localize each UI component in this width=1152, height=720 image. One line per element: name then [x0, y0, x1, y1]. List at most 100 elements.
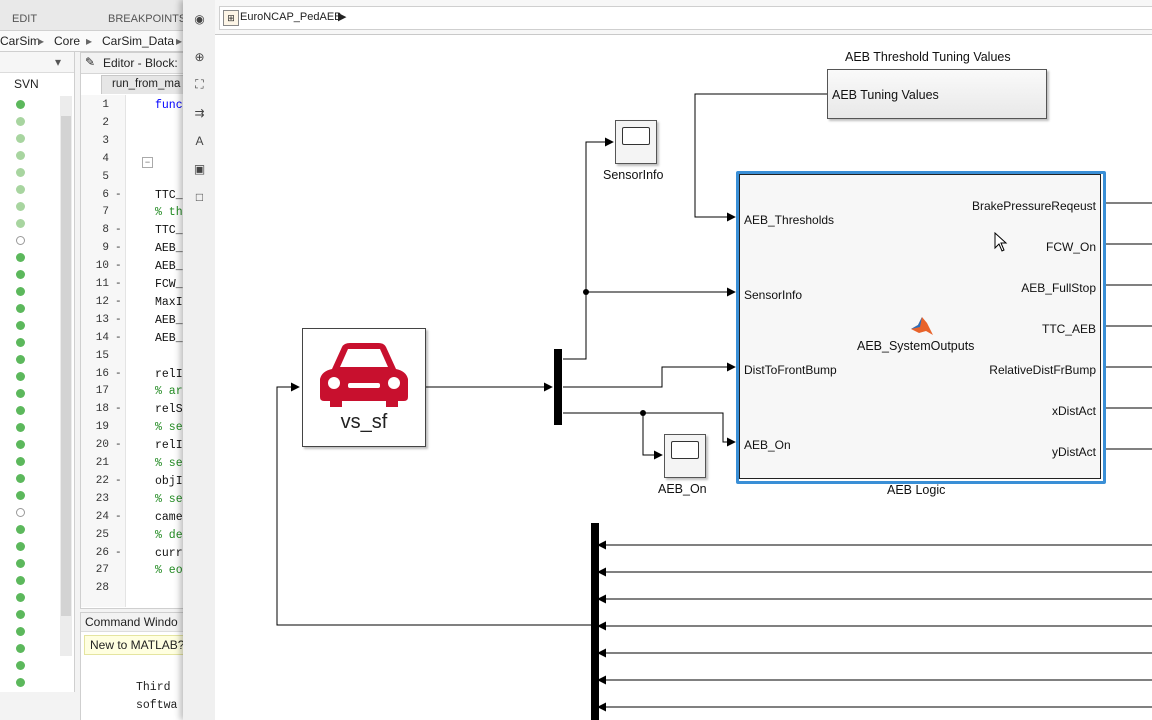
code-line[interactable]: 4 — [81, 153, 184, 169]
code-line[interactable]: 3 — [81, 135, 184, 151]
breadcrumb-item[interactable]: CarSim — [0, 34, 41, 48]
new-to-matlab-banner[interactable]: New to MATLAB? — [90, 638, 184, 652]
editor-tab-label: run_from_ma — [112, 78, 181, 90]
scrollbar-thumb[interactable] — [61, 116, 71, 616]
signal-line[interactable] — [563, 137, 614, 360]
signal-line[interactable] — [563, 362, 736, 388]
zoom-icon[interactable]: ⊕ — [194, 49, 205, 64]
code-line[interactable]: 6-TTC_ — [81, 189, 184, 205]
breakpoint-marker[interactable]: - — [115, 242, 122, 255]
signal-line[interactable] — [276, 382, 591, 626]
code-fold-icon[interactable]: − — [142, 157, 153, 168]
code-line[interactable]: 28 — [81, 582, 184, 598]
code-line[interactable]: 25% de — [81, 529, 184, 545]
fit-to-view-icon[interactable]: ⛶ — [195, 77, 204, 91]
signal-line[interactable] — [694, 93, 827, 222]
breakpoint-marker[interactable]: - — [115, 224, 122, 237]
scrollbar[interactable] — [60, 96, 72, 656]
code-text: AEB_ — [155, 242, 183, 256]
mux-block[interactable] — [554, 349, 562, 425]
code-line[interactable]: 20-relI — [81, 439, 184, 455]
breakpoint-marker[interactable]: - — [115, 331, 122, 344]
code-line[interactable]: 13-AEB_ — [81, 314, 184, 330]
breakpoint-marker[interactable]: - — [115, 278, 122, 290]
toolstrip-tab-edit[interactable]: EDIT — [12, 13, 38, 25]
code-line[interactable]: 21 % se — [81, 457, 184, 473]
line-number: 9 — [102, 242, 109, 255]
hide-browser-icon[interactable]: ◉ — [194, 11, 205, 26]
command-output-line: Third — [136, 681, 171, 694]
code-line[interactable]: 22-objI — [81, 475, 184, 491]
bus-creator-block[interactable] — [591, 523, 599, 720]
breadcrumb-item[interactable]: CarSim_Data — [102, 34, 175, 48]
code-line[interactable]: 12-MaxI — [81, 296, 184, 312]
line-number: 22 — [95, 474, 109, 487]
line-number: 23 — [95, 492, 109, 505]
svn-status-icon — [16, 440, 25, 449]
code-line[interactable]: 2 — [81, 117, 184, 133]
scope-aeb-on-block[interactable] — [664, 434, 706, 478]
model-breadcrumb[interactable]: EuroNCAP_PedAEB — [240, 11, 342, 23]
panel-menu-icon[interactable]: ▾ — [55, 55, 62, 69]
breakpoint-marker[interactable]: - — [115, 367, 122, 380]
code-text: AEB_ — [155, 331, 183, 345]
code-line[interactable]: 24-came — [81, 511, 184, 527]
signal-line[interactable] — [642, 413, 663, 460]
breakpoint-marker[interactable]: - — [115, 260, 122, 273]
code-line[interactable]: 5 — [81, 171, 184, 187]
breakpoint-marker[interactable]: - — [115, 188, 122, 201]
area-icon[interactable]: □ — [195, 189, 204, 204]
code-line[interactable]: 15 — [81, 350, 184, 366]
breakpoint-marker[interactable]: - — [115, 295, 122, 308]
breakpoint-marker[interactable]: - — [115, 474, 122, 487]
code-text: % se — [155, 457, 183, 470]
code-line[interactable]: 8-TTC_ — [81, 224, 184, 240]
line-number: 13 — [95, 313, 109, 326]
svn-column-header[interactable]: SVN ▾ — [0, 52, 74, 91]
output-port-brake-pressure: BrakePressureReqeust — [971, 199, 1096, 213]
command-window[interactable]: Command Windo New to MATLAB? Third softw… — [80, 612, 184, 720]
image-icon[interactable]: ▣ — [193, 161, 206, 176]
arrow-connect-icon[interactable]: ⇉ — [194, 105, 205, 120]
code-text: MaxI — [155, 295, 183, 309]
code-line[interactable]: 11-FCW_ — [81, 278, 184, 294]
toolstrip: EDIT BREAKPOINTS — [0, 0, 184, 31]
threshold-block-content: AEB Tuning Values — [832, 88, 939, 102]
line-number: 25 — [95, 528, 109, 541]
code-line[interactable]: 27% eo — [81, 564, 184, 580]
code-line[interactable]: 26-curr — [81, 547, 184, 563]
signal-line[interactable] — [563, 412, 736, 447]
svn-status-icon — [16, 661, 25, 670]
code-line[interactable]: 16-relI — [81, 368, 184, 384]
svn-status-icon — [16, 525, 25, 534]
breakpoint-marker[interactable]: - — [115, 439, 122, 452]
annotation-icon[interactable]: A — [195, 133, 204, 148]
line-number: 16 — [95, 367, 109, 380]
code-line[interactable]: 23% se — [81, 493, 184, 509]
threshold-tuning-block[interactable]: AEB Tuning Values — [827, 69, 1047, 119]
editor-file-tab[interactable]: run_from_ma — [101, 75, 184, 94]
aeb-logic-subsystem[interactable]: AEB_Thresholds SensorInfo DistToFrontBum… — [739, 174, 1101, 479]
line-number: 14 — [95, 331, 109, 344]
breakpoint-marker[interactable]: - — [115, 546, 122, 559]
vehicle-sfunction-block[interactable]: vs_sf — [302, 328, 426, 447]
code-line[interactable]: 7% th — [81, 206, 184, 222]
breakpoint-marker[interactable]: - — [115, 510, 122, 523]
code-line[interactable]: 14- AEB_ — [81, 332, 184, 348]
svn-status-icon — [16, 389, 25, 398]
code-line[interactable]: 19% se — [81, 421, 184, 437]
code-line[interactable]: 10-AEB_ — [81, 260, 184, 276]
toolstrip-tab-breakpoints[interactable]: BREAKPOINTS — [108, 13, 184, 25]
breakpoint-marker[interactable]: - — [115, 313, 122, 326]
model-canvas[interactable]: AEB Tuning Values AEB Threshold Tuning V… — [215, 35, 1152, 720]
svn-status-icon — [16, 610, 25, 619]
line-number: 21 — [95, 457, 109, 469]
code-line[interactable]: 17% ar — [81, 385, 184, 401]
scope-sensorinfo-block[interactable] — [615, 120, 657, 164]
breadcrumb-item[interactable]: Core — [54, 34, 81, 48]
breakpoint-marker[interactable]: - — [115, 403, 122, 416]
code-line[interactable]: 9- AEB_ — [81, 242, 184, 258]
breadcrumb-arrow-icon[interactable]: ▶ — [338, 11, 347, 23]
code-line[interactable]: 18-relS — [81, 403, 184, 419]
